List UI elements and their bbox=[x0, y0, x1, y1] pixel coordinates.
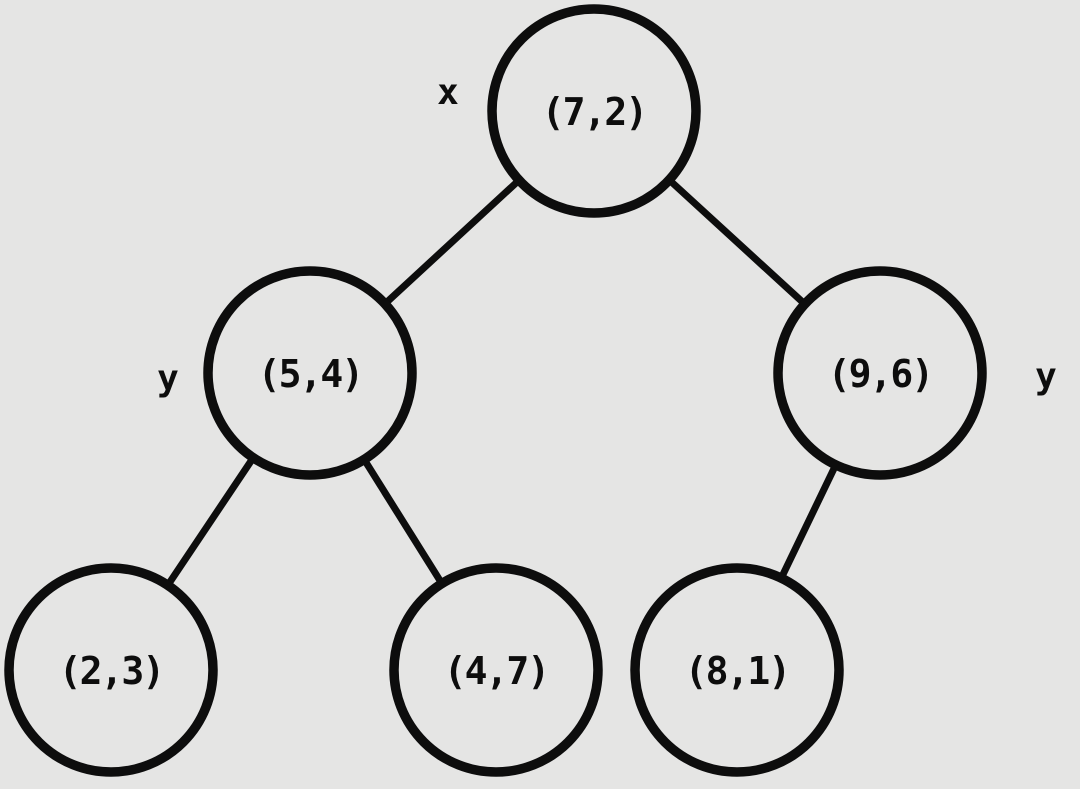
node-label-right-child: (9,6) bbox=[828, 352, 932, 396]
node-label-root: (7,2) bbox=[542, 90, 646, 134]
node-label-leaf-right-left: (8,1) bbox=[685, 649, 789, 693]
axis-label-right-child-y: y bbox=[1035, 356, 1057, 397]
node-label-leaf-left-right: (4,7) bbox=[444, 649, 548, 693]
node-circle-left-child bbox=[203, 266, 417, 480]
node-circle-leaf-left-right bbox=[389, 563, 603, 777]
axis-label-root-x: x bbox=[437, 72, 459, 113]
node-circle-root bbox=[487, 4, 701, 218]
node-circle-right-child bbox=[773, 266, 987, 480]
axis-label-left-child-y: y bbox=[157, 358, 179, 399]
node-label-left-child: (5,4) bbox=[258, 352, 362, 396]
node-circle-leaf-right-left bbox=[630, 563, 844, 777]
node-label-leaf-left-left: (2,3) bbox=[59, 649, 163, 693]
node-circle-leaf-left-left bbox=[4, 563, 218, 777]
